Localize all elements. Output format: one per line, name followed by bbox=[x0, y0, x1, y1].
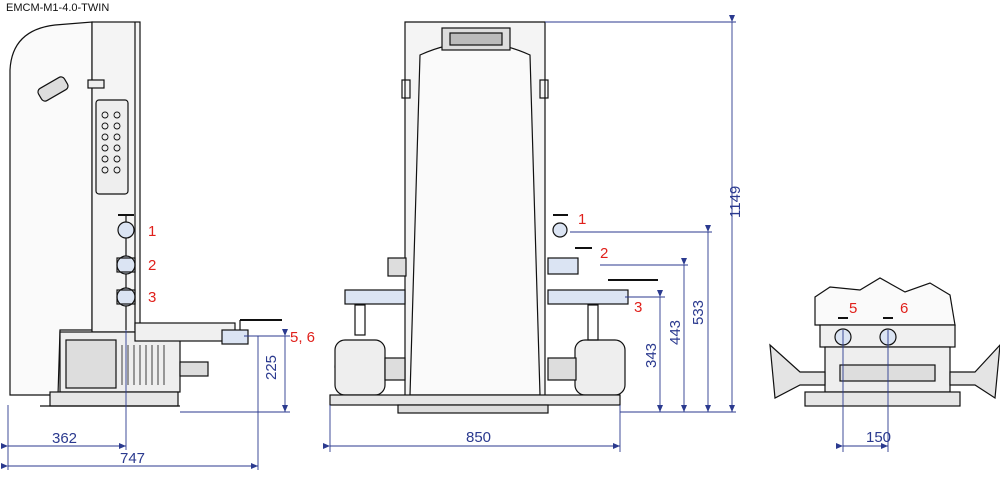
valve-1-side bbox=[117, 214, 135, 239]
dim-225: 225 bbox=[263, 355, 280, 380]
callout-2-front: 2 bbox=[600, 245, 608, 262]
front-dimensions bbox=[323, 15, 736, 452]
callout-6-top: 6 bbox=[900, 300, 908, 317]
dim-1149: 1149 bbox=[727, 186, 744, 218]
front-view bbox=[329, 21, 658, 414]
valve-3-front bbox=[547, 279, 658, 305]
callout-3-front: 3 bbox=[634, 299, 642, 316]
terminal-grid bbox=[101, 111, 121, 174]
dim-533: 533 bbox=[690, 300, 707, 325]
side-view bbox=[9, 21, 282, 407]
valve-3-side bbox=[116, 287, 136, 307]
dim-747: 747 bbox=[120, 450, 145, 467]
valve-2-side bbox=[116, 255, 136, 275]
callout-5-top: 5 bbox=[849, 300, 857, 317]
dim-443: 443 bbox=[667, 320, 684, 345]
drawing-title: EMCM-M1-4.0-TWIN bbox=[6, 2, 110, 14]
top-view bbox=[769, 277, 1000, 407]
top-dimensions bbox=[836, 330, 889, 452]
valve-2-front bbox=[547, 247, 592, 275]
callout-2-side: 2 bbox=[148, 257, 156, 274]
callout-1-side: 1 bbox=[148, 223, 156, 240]
valve-1-front bbox=[552, 214, 568, 238]
dim-362: 362 bbox=[52, 430, 77, 447]
callout-56-side: 5, 6 bbox=[290, 329, 315, 346]
side-dimensions bbox=[1, 329, 290, 470]
callout-1-front: 1 bbox=[578, 211, 586, 228]
dim-343: 343 bbox=[643, 343, 660, 368]
dim-150: 150 bbox=[866, 429, 891, 446]
outlet-valve-side bbox=[221, 319, 282, 345]
dim-850: 850 bbox=[466, 429, 491, 446]
callout-3-side: 3 bbox=[148, 289, 156, 306]
